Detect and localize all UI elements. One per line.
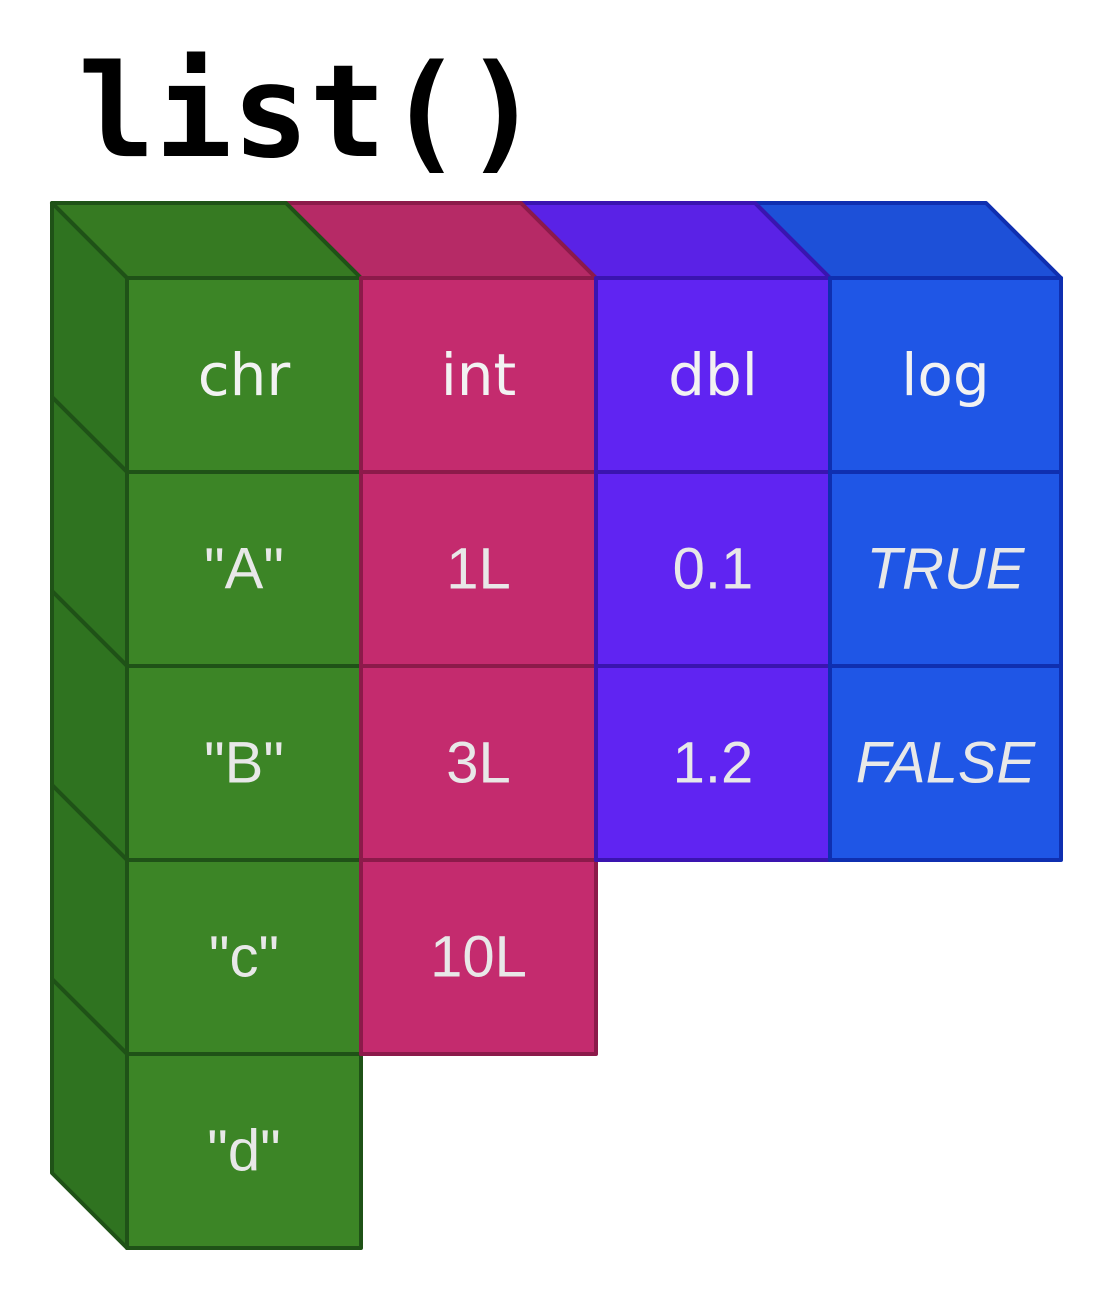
column-header-log: log [901,341,989,409]
column-stack: chr "A" "B" "c" "d" int 1L 3L 10L dbl 0.1 1.2 logTRU… [50,201,1063,1250]
value-label: "B" [204,731,284,796]
value-label: "c" [209,925,279,990]
value-label: "d" [207,1119,280,1184]
diagram-title: list() [78,38,540,187]
column-header-int: int [441,341,517,409]
column-header-dbl: dbl [668,341,758,409]
value-label: 1.2 [673,731,754,796]
value-label: 1L [446,537,511,602]
value-label: 0.1 [673,537,754,602]
value-cell [125,1052,363,1250]
value-label: TRUE [867,537,1026,602]
value-label: "A" [204,537,284,602]
value-cell [359,858,598,1056]
value-cell [828,664,1063,862]
value-label: 10L [430,925,527,990]
value-label: FALSE [856,731,1037,796]
value-label: 3L [446,731,511,796]
column-header-chr: chr [198,341,291,409]
